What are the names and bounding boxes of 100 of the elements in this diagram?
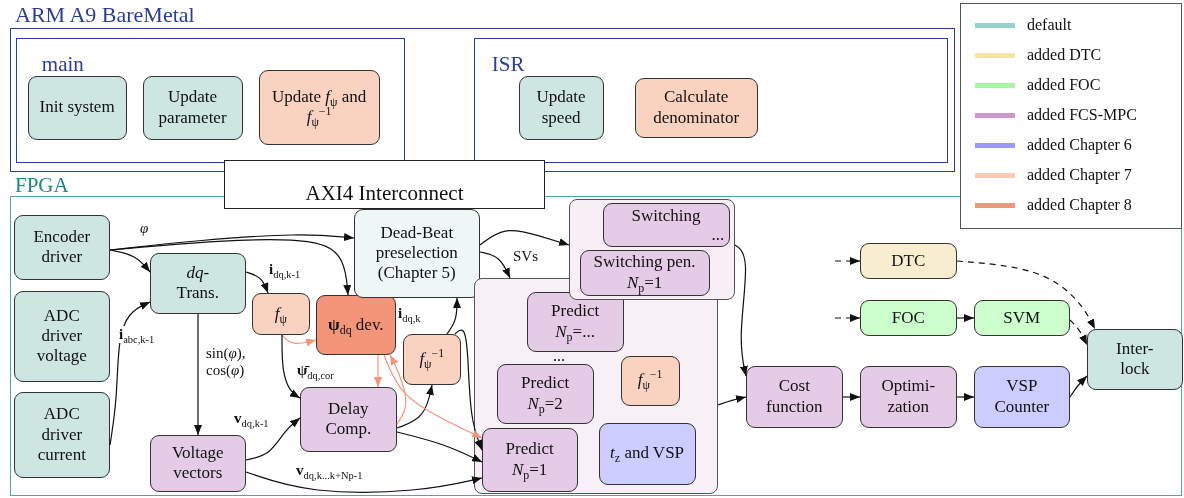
process-box — [620, 355, 680, 406]
box-label: Inter- lock — [1115, 338, 1155, 380]
box-label: Delay Comp. — [324, 398, 373, 440]
process-box — [602, 202, 730, 247]
box-label: Encoder driver — [32, 226, 92, 268]
arrow — [194, 313, 202, 436]
edge-label: i$_{dq,k-1}$ — [269, 261, 301, 279]
dashed-arrow — [1069, 319, 1088, 346]
arrow — [374, 354, 382, 388]
process-box — [27, 75, 127, 140]
process-box — [598, 422, 696, 485]
box-label: Optimi- zation — [880, 376, 937, 418]
process-box — [13, 214, 110, 280]
process-box — [973, 299, 1070, 336]
group-box — [473, 277, 718, 494]
box-label: ADC driver voltage — [35, 305, 88, 367]
process-box — [518, 75, 604, 140]
bus-box — [224, 160, 545, 209]
legend-label: default — [1027, 16, 1072, 34]
legend-label: added FOC — [1027, 76, 1101, 94]
arrow — [479, 251, 511, 279]
process-box — [579, 249, 710, 296]
legend-label: added Chapter 8 — [1027, 196, 1132, 214]
process-box — [353, 208, 480, 298]
box-label: ψ$_{dq}$ dev. — [328, 314, 384, 335]
legend-label: added Chapter 7 — [1027, 166, 1132, 184]
box-label: Init system — [39, 97, 115, 118]
region-title: ARM A9 BareMetal — [15, 4, 195, 26]
arrow — [245, 271, 269, 294]
process-box — [142, 75, 243, 140]
process-box — [481, 427, 578, 492]
arrow — [396, 431, 483, 463]
dashed-arrow — [956, 260, 1096, 330]
box-label: Switching pen. N$_{p}$=1 — [592, 252, 697, 293]
box-label: f$_{ψ}$ — [274, 303, 287, 324]
process-box — [526, 291, 624, 352]
box-label: Predict N$_{p}$=2 — [520, 373, 571, 414]
ellipsis-label: ... — [553, 347, 565, 366]
group-box — [568, 198, 735, 300]
arrow — [734, 244, 748, 377]
process-box — [496, 363, 594, 424]
arrow — [956, 314, 975, 322]
process-box — [634, 77, 758, 138]
arrow — [109, 301, 151, 446]
process-box — [258, 69, 380, 145]
process-box — [251, 292, 310, 335]
process-box — [315, 294, 396, 355]
box-label: Dead-Beat preselection (Chapter 5) — [374, 222, 459, 284]
edge-label: i$_{abc,k-1}$ — [119, 326, 155, 344]
arrow — [454, 329, 483, 451]
process-box — [859, 365, 957, 428]
box-label: Calculate denominator — [652, 87, 741, 128]
process-box — [299, 386, 397, 452]
box-label: FOC — [891, 307, 925, 328]
group-frame — [473, 37, 948, 163]
box-label: Cost function — [764, 376, 824, 418]
process-box — [402, 333, 461, 385]
process-box — [973, 365, 1070, 428]
process-box — [1086, 328, 1183, 390]
box-label: Voltage vectors — [171, 442, 225, 484]
arrow — [717, 395, 747, 406]
arrow — [245, 471, 483, 493]
box-label: Update speed — [535, 87, 587, 128]
box-label: Switching — [630, 206, 702, 224]
process-box — [745, 365, 843, 428]
dashed-arrow — [834, 314, 861, 322]
box-label: VSP Counter — [993, 376, 1051, 418]
bus-label: AXI4 Interconnect — [305, 181, 464, 205]
arrow — [109, 249, 151, 273]
process-box — [859, 299, 957, 336]
box-label: DTC — [891, 250, 926, 271]
arrow — [446, 297, 461, 335]
arrow — [281, 334, 301, 399]
arrow — [396, 384, 434, 429]
arrow — [281, 334, 317, 347]
arrow — [956, 393, 975, 401]
arrow — [842, 393, 861, 401]
arrow — [245, 417, 301, 461]
box-label: dq- Trans. — [175, 262, 220, 304]
box-label: ... — [711, 225, 726, 243]
arrow — [383, 354, 483, 439]
arrow — [389, 354, 407, 425]
box-label: Update parameter — [157, 87, 228, 128]
process-box — [13, 391, 110, 478]
process-box — [13, 290, 110, 382]
arrow — [109, 239, 352, 296]
box-label: Predict N$_{p}$=1 — [504, 439, 555, 480]
group-title: ISR — [491, 53, 525, 75]
box-label: ADC driver current — [36, 404, 87, 466]
arrow — [479, 229, 570, 246]
edge-label: i$_{dq,k}$ — [398, 305, 421, 323]
dashed-arrow — [834, 257, 861, 265]
legend-label: added FCS-MPC — [1027, 106, 1137, 124]
box-label: t$_{z}$ and VSP — [610, 443, 685, 464]
process-box — [859, 242, 957, 279]
arrow — [1069, 375, 1088, 398]
legend-label: added Chapter 6 — [1027, 136, 1132, 154]
group-title: main — [41, 53, 84, 75]
process-box — [149, 252, 246, 314]
legend-label: added DTC — [1027, 46, 1102, 64]
